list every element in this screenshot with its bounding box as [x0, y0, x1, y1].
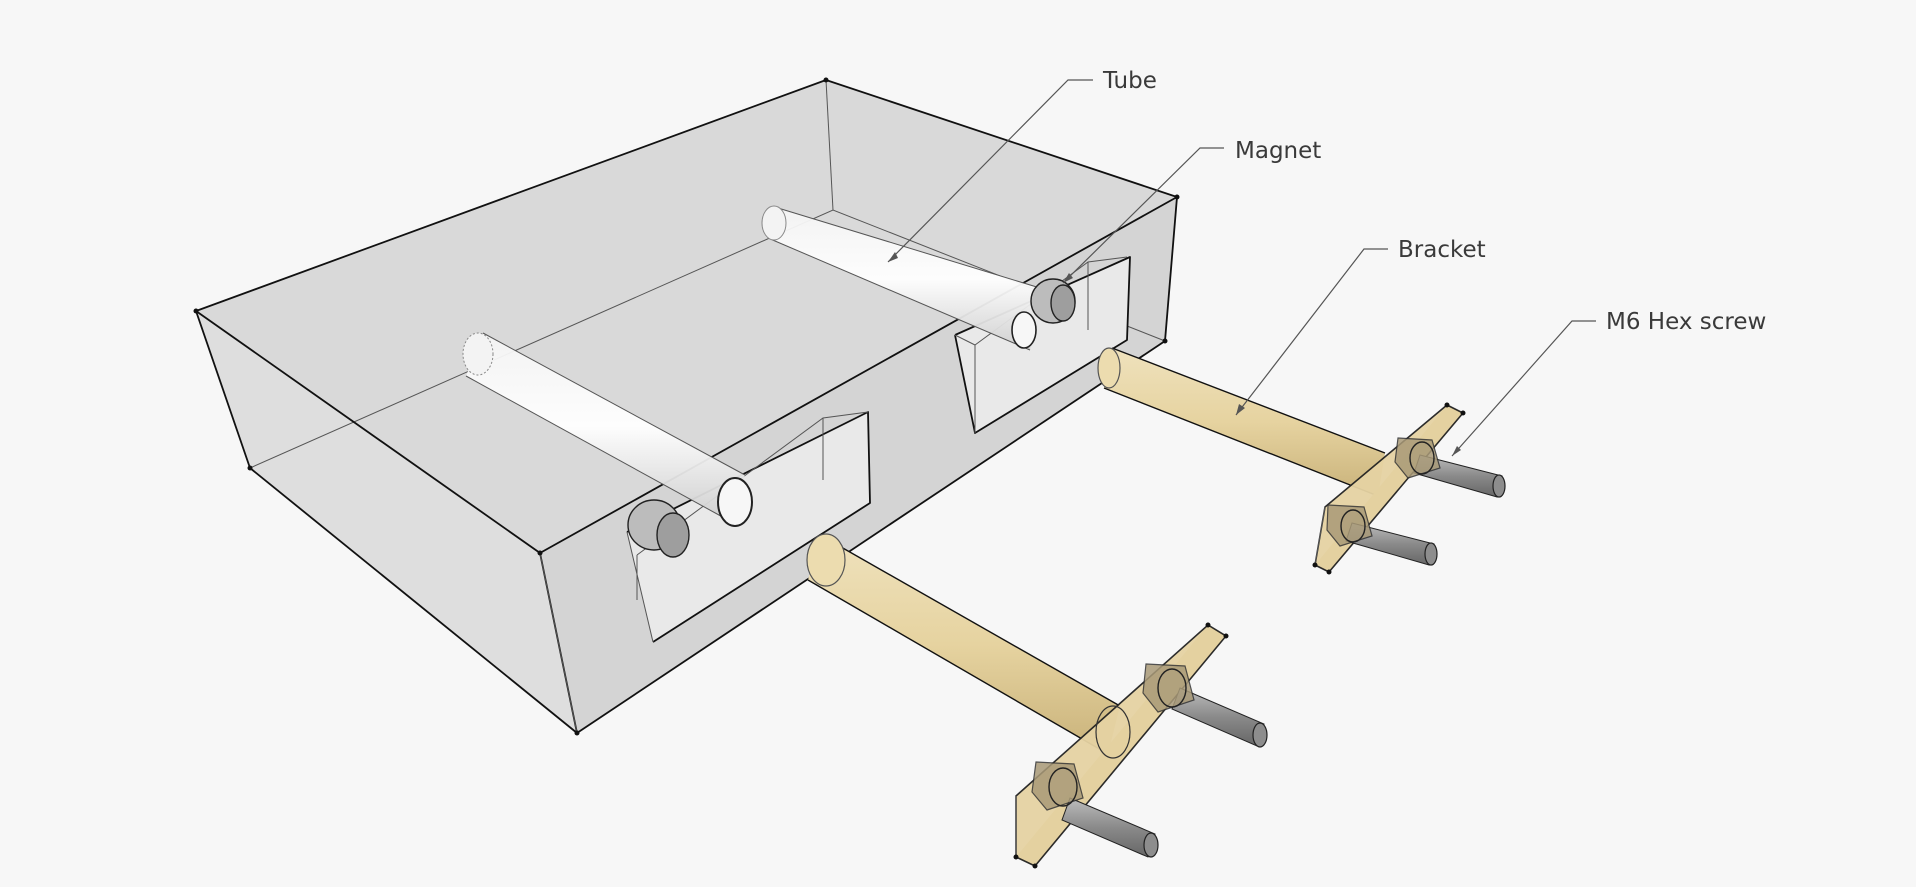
leader-bracket: [1235, 248, 1388, 416]
label-bracket: Bracket: [1398, 237, 1486, 263]
tube-front: [462, 332, 753, 527]
screw-front-lower: [1031, 761, 1159, 858]
magnet-rear: [1030, 278, 1076, 324]
screw-rear-upper: [1394, 437, 1506, 498]
rod-front: [806, 533, 1121, 755]
box-window-rear: [954, 256, 1131, 434]
leader-screw: [1451, 320, 1596, 457]
rod-rear: [1097, 347, 1386, 497]
leader-tube: [887, 79, 1093, 263]
label-tube: Tube: [1102, 68, 1157, 94]
enclosure-box: [193, 77, 1180, 736]
leader-magnet: [1062, 147, 1224, 284]
screw-rear-lower: [1326, 504, 1438, 566]
box-left-face: [196, 311, 577, 733]
box-top-face: [196, 80, 1177, 553]
box-window-front: [626, 411, 871, 643]
label-m6-hex-screw: M6 Hex screw: [1606, 309, 1766, 335]
magnet-front: [627, 499, 690, 558]
label-magnet: Magnet: [1235, 138, 1321, 164]
tube-rear: [761, 205, 1041, 351]
screw-front-upper: [1142, 663, 1268, 748]
